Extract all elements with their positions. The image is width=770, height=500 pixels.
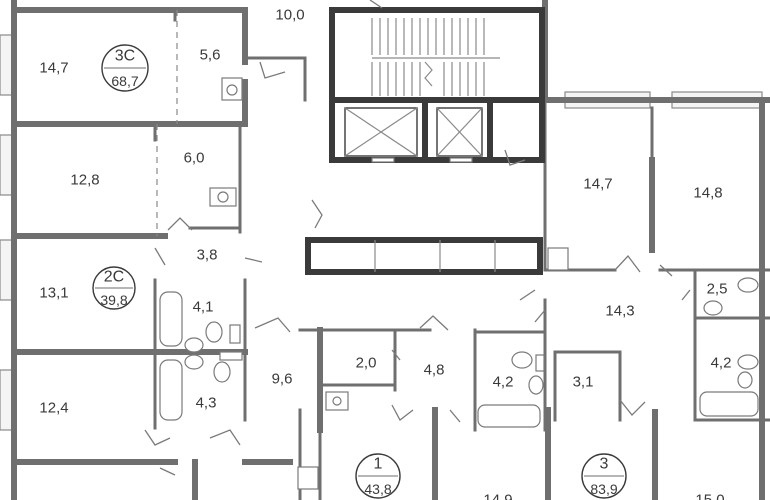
toilet-icon — [213, 361, 231, 383]
room-area-label: 4,3 — [196, 395, 217, 412]
sink-icon — [297, 466, 319, 490]
sink-icon — [184, 354, 204, 370]
room-area-label: 6,0 — [184, 150, 205, 167]
room-area-label: 2,5 — [707, 281, 728, 298]
apartment-type: 3 — [600, 456, 609, 473]
bathtub-icon — [477, 404, 541, 428]
sink-icon — [703, 300, 723, 316]
bathtub-icon — [699, 391, 759, 417]
apartment-area: 83,9 — [590, 481, 617, 497]
apartment-type: 2С — [104, 269, 124, 286]
sink-icon — [184, 337, 204, 353]
sink-icon — [547, 247, 569, 271]
room-area-label: 14,9 — [483, 492, 512, 500]
apartment-area: 43,8 — [364, 481, 391, 497]
fixtures — [159, 77, 759, 490]
stair-core — [329, 7, 545, 163]
bathtub-icon — [159, 359, 183, 421]
building-core — [305, 7, 545, 275]
room-area-label: 4,2 — [493, 374, 514, 391]
room-labels: 14,7 5,6 10,0 12,8 6,0 3,8 13,1 4,1 4,3 … — [39, 7, 731, 500]
toilet-icon — [737, 354, 759, 370]
room-area-label: 14,7 — [583, 176, 612, 193]
lobby-wall — [305, 237, 543, 275]
room-area-label: 13,1 — [39, 285, 68, 302]
apartment-badge-1: 1 43,8 — [355, 453, 401, 499]
elevator-2 — [436, 107, 483, 163]
facade-windows — [0, 34, 763, 431]
room-area-label: 10,0 — [275, 7, 304, 24]
room-area-label: 14,8 — [693, 185, 722, 202]
apartment-type: 1 — [374, 456, 383, 473]
apartment-badge-3c: 3С 68,7 — [101, 44, 149, 92]
sink-icon — [528, 375, 544, 395]
room-area-label: 14,3 — [605, 303, 634, 320]
zone-lines — [156, 10, 178, 236]
room-area-label: 4,1 — [193, 299, 214, 316]
room-area-label: 3,1 — [573, 374, 594, 391]
room-area-label: 12,8 — [70, 172, 99, 189]
room-area-label: 15,0 — [695, 492, 724, 500]
room-area-label: 5,6 — [200, 47, 221, 64]
apartment-area: 68,7 — [111, 73, 138, 89]
room-area-label: 12,4 — [39, 400, 68, 417]
apartment-area: 39,8 — [100, 292, 127, 308]
toilet-icon — [205, 321, 223, 343]
toilet-icon — [737, 277, 759, 293]
elevator-1 — [344, 107, 418, 163]
staircase — [371, 18, 500, 96]
room-area-label: 2,0 — [356, 355, 377, 372]
sink-icon — [737, 371, 753, 389]
toilet-icon — [511, 351, 533, 369]
room-area-label: 9,6 — [272, 371, 293, 388]
bathtub-icon — [159, 291, 183, 347]
apartment-badge-3: 3 83,9 — [581, 453, 627, 499]
room-area-label: 4,2 — [711, 355, 732, 372]
doors — [144, 0, 691, 476]
room-area-label: 14,7 — [39, 60, 68, 77]
apartment-badge-2c: 2С 39,8 — [92, 266, 136, 310]
room-area-label: 4,8 — [424, 362, 445, 379]
room-area-label: 3,8 — [197, 247, 218, 264]
apartment-type: 3С — [115, 48, 135, 65]
